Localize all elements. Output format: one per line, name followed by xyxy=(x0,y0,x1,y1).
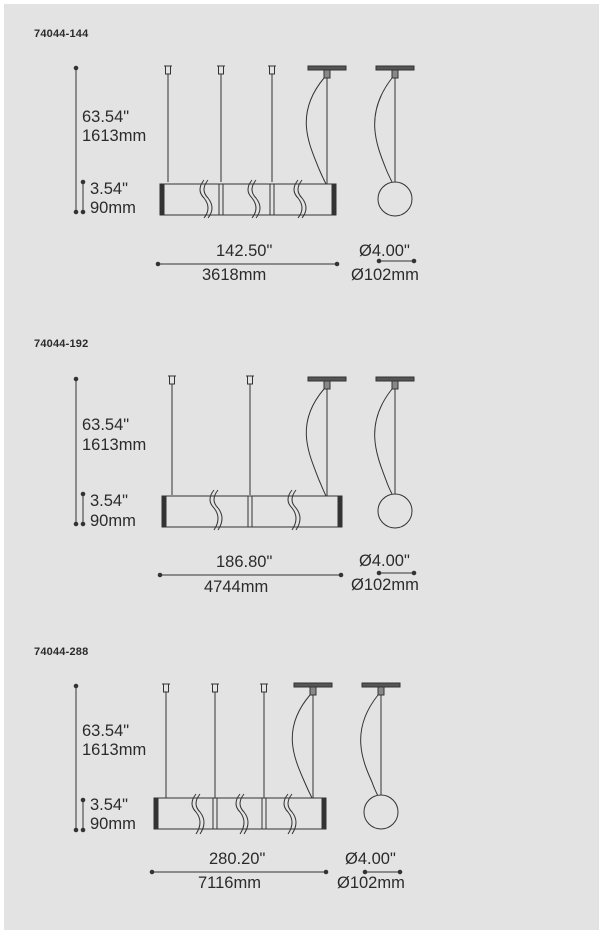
end-view-circle xyxy=(377,181,413,217)
overall-height-in: 63.54" xyxy=(82,416,130,434)
cable-gripper-icon xyxy=(168,375,254,385)
diameter-in: Ø4.00" xyxy=(359,242,410,260)
sku-label: 74044-288 xyxy=(34,646,89,658)
pendant-dimension-drawing xyxy=(73,375,417,578)
spec-sheet: 74044-144 xyxy=(4,4,599,930)
length-in: 280.20" xyxy=(209,850,266,868)
product-section-288: 74044-288 xyxy=(4,620,599,920)
break-mark-icon xyxy=(191,793,297,835)
length-in: 142.50" xyxy=(216,242,273,260)
diameter-mm: Ø102mm xyxy=(337,874,405,892)
body-height-in: 3.54" xyxy=(90,796,128,814)
cable-gripper-icon xyxy=(162,683,268,693)
length-mm: 3618mm xyxy=(202,266,267,284)
pendant-dimension-drawing xyxy=(73,682,403,875)
canopy-icon xyxy=(307,65,347,71)
body-height-in: 3.54" xyxy=(90,180,128,198)
diameter-in: Ø4.00" xyxy=(345,850,396,868)
length-mm: 7116mm xyxy=(198,874,261,892)
canopy-side-icon xyxy=(375,65,415,71)
overall-height-mm: 1613mm xyxy=(82,436,147,454)
pendant-dimension-drawing xyxy=(73,65,417,267)
cable-gripper-icon xyxy=(164,65,276,75)
product-section-192: 74044-192 xyxy=(4,312,599,612)
break-mark-icon xyxy=(199,179,307,219)
diameter-in: Ø4.00" xyxy=(359,552,410,570)
diameter-mm: Ø102mm xyxy=(351,266,419,284)
body-height-mm: 90mm xyxy=(90,512,136,530)
break-mark-icon xyxy=(209,489,301,531)
sku-label: 74044-192 xyxy=(34,338,89,350)
overall-height-mm: 1613mm xyxy=(82,741,147,759)
body-height-mm: 90mm xyxy=(90,199,136,217)
overall-height-in: 63.54" xyxy=(82,108,130,126)
overall-height-in: 63.54" xyxy=(82,722,130,740)
product-section-144: 74044-144 xyxy=(4,4,599,304)
length-in: 186.80" xyxy=(216,553,273,571)
length-mm: 4744mm xyxy=(204,578,269,596)
sku-label: 74044-144 xyxy=(34,28,89,40)
diameter-mm: Ø102mm xyxy=(351,576,419,594)
overall-height-mm: 1613mm xyxy=(82,127,147,145)
body-height-mm: 90mm xyxy=(90,815,136,833)
body-height-in: 3.54" xyxy=(90,492,128,510)
